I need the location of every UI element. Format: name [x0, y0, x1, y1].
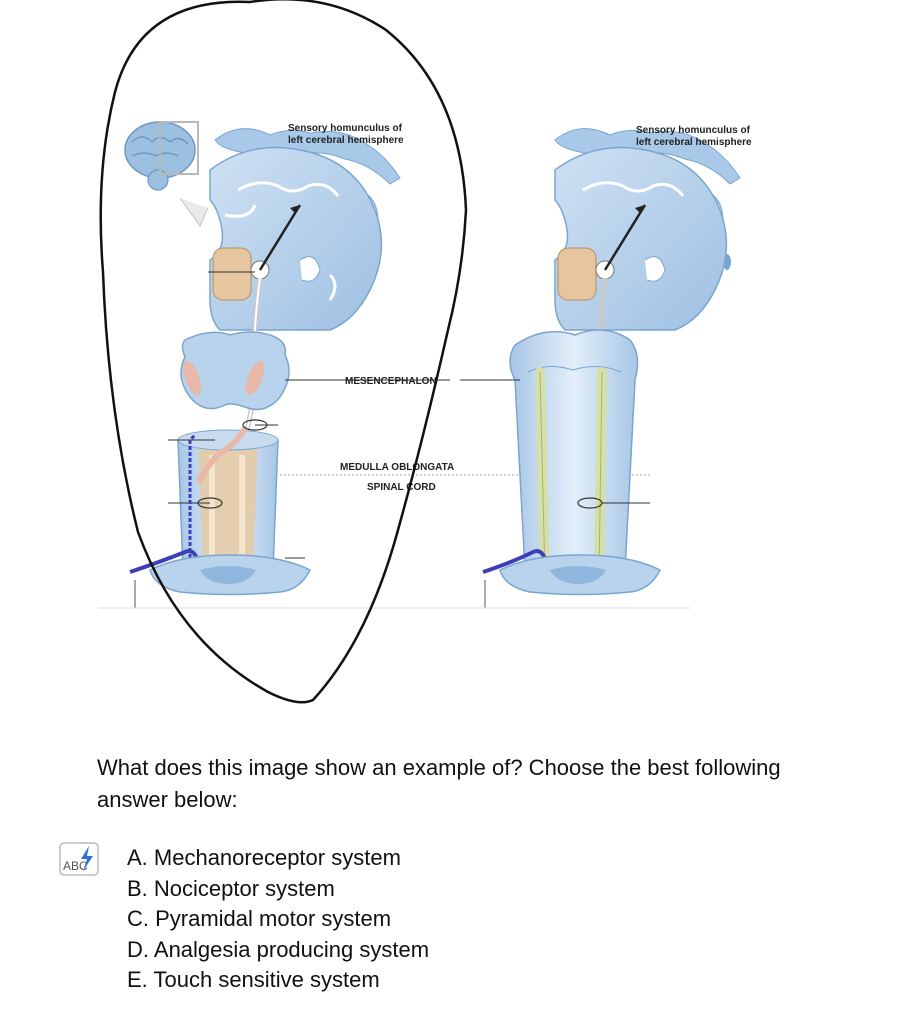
left-homunculus-label-line1: Sensory homunculus of [288, 123, 403, 134]
brain-thumbnail-icon [124, 121, 209, 228]
question-text: What does this image show an example of?… [97, 755, 781, 812]
right-homunculus-label-line2: left cerebral hemisphere [636, 137, 752, 148]
right-homunculus-label-line1: Sensory homunculus of [636, 125, 751, 136]
mesencephalon-shape [180, 331, 290, 411]
brain-cross-section [209, 146, 383, 331]
answer-list: A. Mechanoreceptor system B. Nociceptor … [127, 843, 429, 996]
neuro-pathway-figure: MESENCEPHALON MEDULLA OBLONGATA SPINAL C… [98, 0, 752, 704]
spinal-cord-label: SPINAL CORD [367, 482, 436, 493]
answer-a[interactable]: A. Mechanoreceptor system [127, 845, 401, 870]
hand-drawn-circle [99, 0, 468, 704]
left-panel: MESENCEPHALON MEDULLA OBLONGATA SPINAL C… [98, 121, 650, 609]
answer-b[interactable]: B. Nociceptor system [127, 875, 335, 901]
answer-e[interactable]: E. Touch sensitive system [127, 967, 380, 992]
brain-cross-section-right [554, 146, 728, 331]
medulla-label: MEDULLA OBLONGATA [340, 462, 454, 473]
answer-d[interactable]: D. Analgesia producing system [127, 936, 430, 962]
answer-c[interactable]: C. Pyramidal motor system [127, 906, 392, 931]
abc-spellcheck-icon[interactable]: ABC [59, 842, 99, 876]
abc-icon-text: ABC [63, 859, 88, 873]
mesencephalon-label: MESENCEPHALON [345, 376, 437, 387]
left-homunculus-label-line2: left cerebral hemisphere [288, 135, 404, 146]
right-panel: Sensory homunculus of left cerebral hemi… [460, 125, 752, 609]
